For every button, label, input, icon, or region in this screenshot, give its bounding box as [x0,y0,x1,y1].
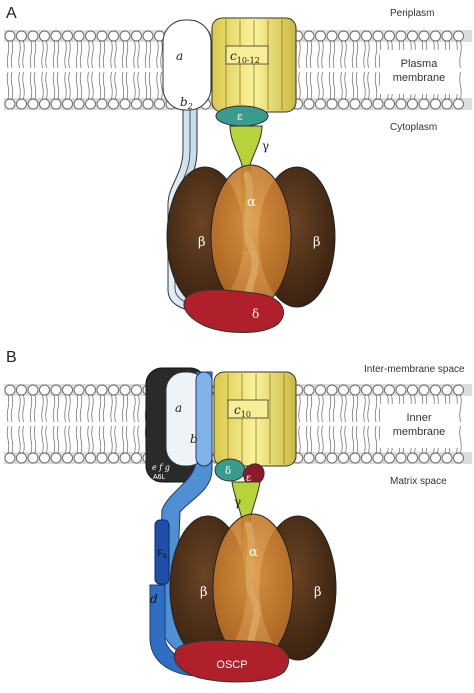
epsilon-label: ε [237,110,243,123]
panel-a: A Periplasm Cytoplasm Plasma membrane a … [4,5,472,333]
subunit-f6 [154,519,170,585]
membrane-label-line1: Plasma [401,58,439,70]
membrane-b-label-line2: membrane [393,426,446,438]
panel-b-label: B [6,349,17,366]
membrane-b-label-line1: Inner [406,412,431,424]
panel-a-label: A [6,5,17,22]
subunit-b-b-label: b [190,432,198,446]
subunit-d-label: d [150,592,158,606]
delta-b-label: δ [225,466,231,477]
gamma-in-head-b [244,521,261,656]
beta-right-label: β [313,235,321,250]
membrane-label-line2: membrane [393,72,446,84]
gamma-b-label: γ [234,495,241,509]
epsilon-b-label: ε [246,473,251,484]
subunit-delta [183,289,284,333]
membrane-label-box [380,50,458,94]
subunit-a-label: a [176,49,183,63]
intermembrane-label: Inter-membrane space [364,364,465,375]
subunit-b-label: b2 [180,95,193,111]
subunit-c-b-label: c10 [234,403,251,419]
matrix-label: Matrix space [390,476,447,487]
c-ring-b [213,371,297,467]
subunit-a-b-label: a [175,401,182,415]
alpha-label: α [247,195,256,210]
c-ring [211,17,297,113]
subunit-oscp [173,639,289,683]
a6l-label: A6L [153,474,166,481]
subunit-a [162,19,212,111]
subunit-b-membrane [195,371,213,467]
f6-label: F6 [158,548,168,560]
subunit-c-label: c10-12 [230,49,260,65]
beta-left-b-label: β [200,585,208,600]
gamma-in-head [243,171,259,304]
oscp-label: OSCP [216,659,247,671]
gamma-label: γ [262,139,269,153]
alpha-b-label: α [249,545,258,560]
periplasm-label: Periplasm [390,8,434,19]
delta-label: δ [252,307,259,321]
panel-b: B Inter-membrane space Matrix space Inne… [4,349,472,683]
beta-right-b-label: β [314,585,322,600]
cytoplasm-label: Cytoplasm [390,122,437,133]
efg-label: e f g [152,463,170,472]
beta-left-label: β [198,235,206,250]
membrane-label-box-b [380,404,458,448]
